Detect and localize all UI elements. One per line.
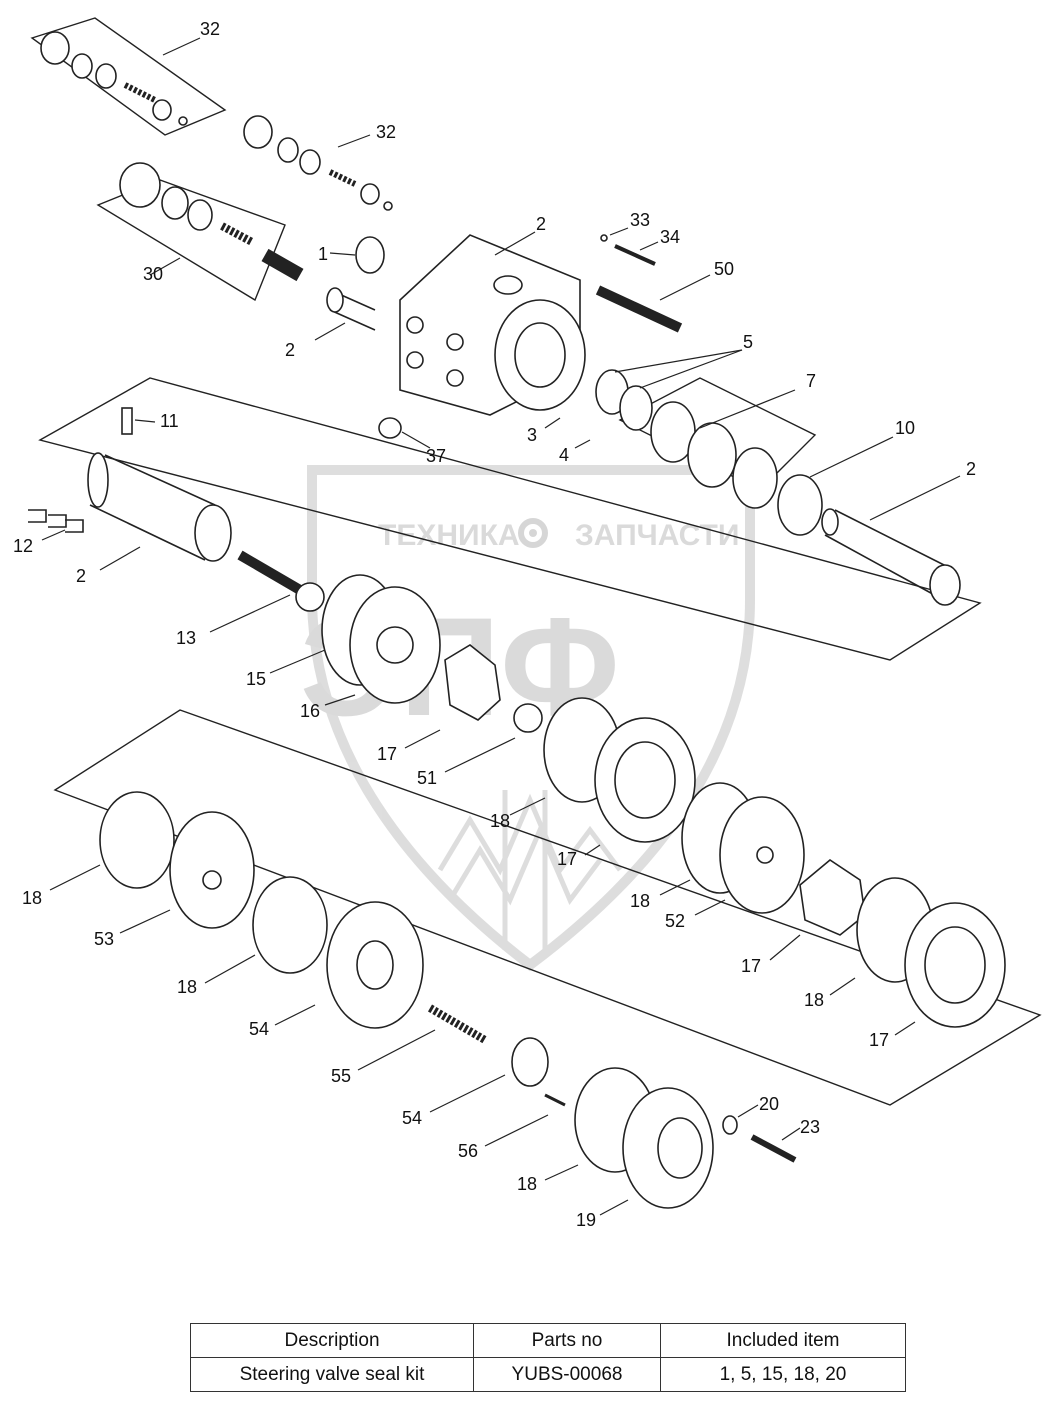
header-included-item: Included item bbox=[660, 1323, 906, 1358]
table-header-row: Description Parts no Included item bbox=[190, 1323, 906, 1358]
callout-labels: 32 32 30 1 2 2 33 34 50 5 7 10 2 3 4 37 … bbox=[13, 19, 976, 1230]
label-1: 1 bbox=[318, 244, 328, 264]
label-7: 7 bbox=[806, 371, 816, 391]
label-15: 15 bbox=[246, 669, 266, 689]
label-17-b: 17 bbox=[557, 849, 577, 869]
exploded-parts-diagram: ТЕХНИКА ЗАПЧАСТИ ЭПФ bbox=[13, 17, 1042, 1230]
part-10 bbox=[777, 474, 823, 536]
label-18-d: 18 bbox=[22, 888, 42, 908]
label-17-d: 17 bbox=[869, 1030, 889, 1050]
part-37 bbox=[378, 417, 402, 439]
label-18-f: 18 bbox=[517, 1174, 537, 1194]
label-18-c: 18 bbox=[804, 990, 824, 1010]
part-55 bbox=[427, 1004, 488, 1044]
cell-included-item: 1, 5, 15, 18, 20 bbox=[660, 1357, 906, 1392]
part-33 bbox=[600, 234, 608, 242]
part-12 bbox=[28, 509, 84, 533]
part-housing bbox=[399, 234, 586, 416]
part-54b bbox=[511, 1037, 549, 1087]
part-30 bbox=[119, 162, 304, 282]
part-7b bbox=[687, 422, 737, 488]
label-17-c: 17 bbox=[741, 956, 761, 976]
label-5: 5 bbox=[743, 332, 753, 352]
label-12: 12 bbox=[13, 536, 33, 556]
label-13: 13 bbox=[176, 628, 196, 648]
label-4: 4 bbox=[559, 445, 569, 465]
watermark-line1: ТЕХНИКА bbox=[378, 519, 520, 552]
label-18-a: 18 bbox=[490, 811, 510, 831]
label-19: 19 bbox=[576, 1210, 596, 1230]
part-56 bbox=[544, 1093, 566, 1107]
part-32-lower bbox=[243, 115, 393, 211]
gear-icon bbox=[518, 518, 548, 548]
part-7c bbox=[732, 447, 778, 509]
label-2-small: 2 bbox=[285, 340, 295, 360]
label-54-a: 54 bbox=[249, 1019, 269, 1039]
label-32-upper: 32 bbox=[200, 19, 220, 39]
label-17-a: 17 bbox=[377, 744, 397, 764]
label-3: 3 bbox=[527, 425, 537, 445]
label-2-right: 2 bbox=[966, 459, 976, 479]
label-52: 52 bbox=[665, 911, 685, 931]
cell-parts-no: YUBS-00068 bbox=[473, 1357, 661, 1392]
part-18d bbox=[99, 791, 175, 889]
header-description: Description bbox=[190, 1323, 474, 1358]
label-16: 16 bbox=[300, 701, 320, 721]
label-34: 34 bbox=[660, 227, 680, 247]
part-18e bbox=[252, 876, 328, 974]
parts bbox=[28, 31, 1006, 1209]
part-32-upper bbox=[40, 31, 188, 126]
label-23: 23 bbox=[800, 1117, 820, 1137]
label-55: 55 bbox=[331, 1066, 351, 1086]
label-20: 20 bbox=[759, 1094, 779, 1114]
part-2-left bbox=[87, 452, 232, 562]
cell-description: Steering valve seal kit bbox=[190, 1357, 474, 1392]
part-23 bbox=[750, 1134, 797, 1163]
label-50: 50 bbox=[714, 259, 734, 279]
part-50 bbox=[595, 285, 683, 333]
label-18-e: 18 bbox=[177, 977, 197, 997]
leader-lines bbox=[41, 37, 961, 1216]
label-53: 53 bbox=[94, 929, 114, 949]
label-11: 11 bbox=[160, 411, 179, 431]
part-1 bbox=[355, 236, 385, 274]
header-parts-no: Parts no bbox=[473, 1323, 661, 1358]
label-37: 37 bbox=[426, 446, 446, 466]
seal-kit-table: Description Parts no Included item Steer… bbox=[190, 1323, 906, 1392]
label-56: 56 bbox=[458, 1141, 478, 1161]
label-18-b: 18 bbox=[630, 891, 650, 911]
label-54-b: 54 bbox=[402, 1108, 422, 1128]
label-2-left: 2 bbox=[76, 566, 86, 586]
label-32-lower: 32 bbox=[376, 122, 396, 142]
part-13 bbox=[237, 550, 325, 612]
part-34 bbox=[614, 244, 656, 266]
part-5b bbox=[619, 385, 653, 431]
label-10: 10 bbox=[895, 418, 915, 438]
watermark-line2: ЗАПЧАСТИ bbox=[575, 519, 739, 552]
part-17c bbox=[799, 859, 866, 936]
part-11 bbox=[121, 407, 133, 435]
label-51: 51 bbox=[417, 768, 437, 788]
table-row: Steering valve seal kit YUBS-00068 1, 5,… bbox=[190, 1357, 906, 1392]
part-51 bbox=[513, 703, 543, 733]
label-2-housing: 2 bbox=[536, 214, 546, 234]
part-20 bbox=[722, 1115, 738, 1135]
label-33: 33 bbox=[630, 210, 650, 230]
part-53 bbox=[169, 811, 255, 929]
part-17a bbox=[444, 644, 501, 721]
label-30: 30 bbox=[143, 264, 163, 284]
part-2-right bbox=[821, 508, 961, 606]
